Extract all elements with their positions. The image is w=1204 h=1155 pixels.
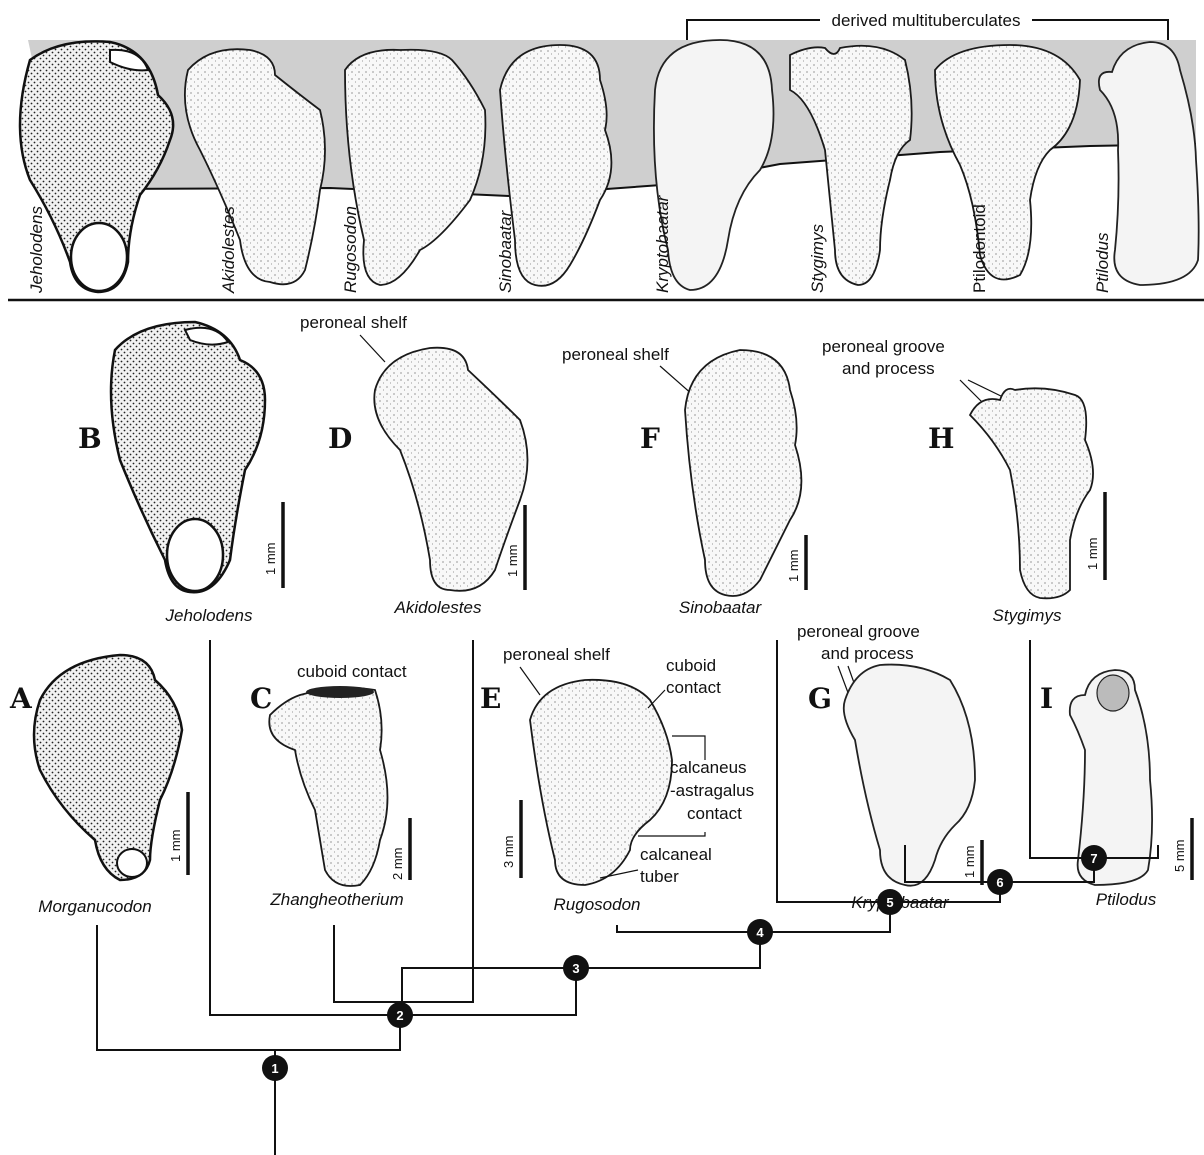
top-label-rugosodon: Rugosodon (341, 206, 360, 293)
top-label-ptilodus: Ptilodus (1093, 232, 1112, 293)
scale-label-a: 1 mm (168, 830, 183, 863)
leader-h-2 (968, 380, 1005, 398)
annotation-e-ca-3: contact (687, 804, 742, 823)
panel-letter-e: E (480, 682, 501, 715)
scale-label-b: 1 mm (263, 543, 278, 576)
top-bone-ptilodontoid (935, 45, 1080, 280)
top-label-stygimys: Stygimys (808, 224, 827, 293)
top-label-ptilodontoid: Ptilodontoid (970, 204, 989, 293)
bone-i-facet (1097, 675, 1129, 711)
derived-multituberculates-label: derived multituberculates (832, 11, 1021, 30)
top-bone-sinobaatar (500, 45, 611, 286)
top-label-akidolestes: Akidolestes (219, 206, 238, 294)
panel-f: F peroneal shelf 1 mm Sinobaatar (562, 345, 806, 617)
node-6-label: 6 (996, 875, 1003, 890)
top-label-sinobaatar: Sinobaatar (496, 209, 515, 293)
branch-n1 (97, 925, 400, 1155)
panel-letter-h: H (928, 422, 954, 455)
node-5: 5 (877, 889, 903, 915)
panel-e: E peroneal shelf cuboid contact calcaneu… (480, 645, 754, 914)
bone-b-tuber (167, 519, 223, 591)
taxon-label-h: Stygimys (993, 606, 1062, 625)
scale-label-h: 1 mm (1085, 538, 1100, 571)
bone-c-zhangheotherium (269, 688, 387, 886)
panel-i: I 5 mm Ptilodus (1040, 670, 1192, 909)
top-jeholodens-tuber (71, 223, 127, 291)
node-5-label: 5 (886, 895, 893, 910)
annotation-h-line2: and process (842, 359, 935, 378)
leader-e-peroneal-shelf (520, 667, 540, 695)
taxon-label-i: Ptilodus (1096, 890, 1157, 909)
node-4: 4 (747, 919, 773, 945)
panel-a: A 1 mm Morganucodon (9, 655, 188, 916)
leader-d-peroneal-shelf (360, 335, 385, 362)
scale-label-e: 3 mm (501, 836, 516, 869)
panel-letter-c: C (250, 682, 272, 715)
scale-label-g: 1 mm (962, 846, 977, 879)
taxon-label-c: Zhangheotherium (269, 890, 403, 909)
annotation-c-cuboid-contact: cuboid contact (297, 662, 407, 681)
taxon-label-b: Jeholodens (165, 606, 253, 625)
bone-a-tuber (117, 849, 147, 877)
annotation-h-line1: peroneal groove (822, 337, 945, 356)
bone-a-morganucodon (34, 655, 182, 880)
node-1-label: 1 (271, 1061, 278, 1076)
annotation-f-peroneal-shelf: peroneal shelf (562, 345, 669, 364)
scale-label-i: 5 mm (1172, 840, 1187, 873)
annotation-e-ca-2: -astragalus (670, 781, 754, 800)
bone-f-sinobaatar (685, 350, 801, 596)
node-7-label: 7 (1090, 851, 1097, 866)
top-comparison-row: derived multituberculates Jeholodens Aki… (8, 11, 1204, 300)
scale-label-f: 1 mm (786, 550, 801, 583)
scale-label-c: 2 mm (390, 848, 405, 881)
panel-letter-d: D (328, 422, 352, 455)
annotation-d-peroneal-shelf: peroneal shelf (300, 313, 407, 332)
annotation-g-line1: peroneal groove (797, 622, 920, 641)
annotation-g-line2: and process (821, 644, 914, 663)
panel-c: C cuboid contact 2 mm Zhangheotherium (250, 662, 410, 909)
node-6: 6 (987, 869, 1013, 895)
annotation-e-tuber-1: calcaneal (640, 845, 712, 864)
node-3-label: 3 (572, 961, 579, 976)
top-label-kryptobaatar: Kryptobaatar (653, 194, 672, 293)
top-bone-rugosodon (345, 50, 485, 285)
panel-letter-b: B (78, 422, 102, 455)
panel-b: B 1 mm Jeholodens (78, 322, 283, 625)
node-2-label: 2 (396, 1008, 403, 1023)
annotation-e-cuboid-2: contact (666, 678, 721, 697)
bone-c-cuboid-facet (306, 686, 374, 698)
bone-h-stygimys (970, 388, 1093, 598)
node-4-label: 4 (756, 925, 764, 940)
annotation-e-ca-1: calcaneus (670, 758, 747, 777)
top-label-jeholodens: Jeholodens (27, 206, 46, 294)
node-2: 2 (387, 1002, 413, 1028)
panel-letter-g: G (808, 682, 832, 715)
panel-g: G peroneal groove and process 1 mm Krypt… (797, 622, 982, 912)
panel-letter-a: A (9, 682, 33, 715)
panel-h: H peroneal groove and process 1 mm Stygi… (822, 337, 1105, 625)
bone-g-kryptobaatar (844, 665, 975, 886)
taxon-label-f: Sinobaatar (679, 598, 763, 617)
taxon-label-a: Morganucodon (38, 897, 151, 916)
leader-e-cuboid (648, 690, 665, 708)
node-3: 3 (563, 955, 589, 981)
annotation-e-tuber-2: tuber (640, 867, 679, 886)
node-1: 1 (262, 1055, 288, 1081)
node-7: 7 (1081, 845, 1107, 871)
panel-letter-i: I (1040, 682, 1053, 715)
panel-letter-f: F (640, 422, 660, 455)
panel-d: D peroneal shelf 1 mm Akidolestes (300, 313, 528, 617)
taxon-label-e: Rugosodon (554, 895, 641, 914)
scale-label-d: 1 mm (505, 545, 520, 578)
annotation-e-cuboid-1: cuboid (666, 656, 716, 675)
annotation-e-peroneal-shelf: peroneal shelf (503, 645, 610, 664)
taxon-label-d: Akidolestes (394, 598, 482, 617)
